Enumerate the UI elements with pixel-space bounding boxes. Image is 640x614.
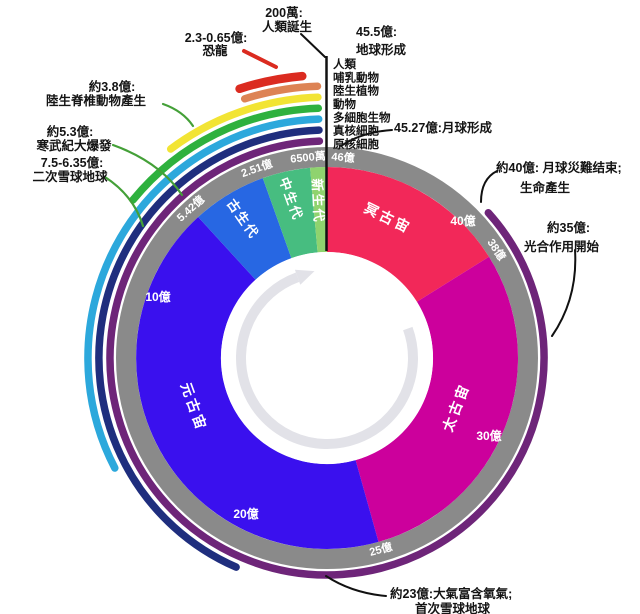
arc-dinosaurs — [235, 71, 307, 94]
taxa-eukaryotes: 真核細胞 — [333, 124, 379, 138]
annotation-earth-event: 地球形成 — [356, 42, 407, 57]
label-cenozoic: 新生代 — [309, 178, 326, 224]
inner-label-40yi: 40億 — [450, 213, 475, 228]
inner-label-10yi: 10億 — [145, 289, 170, 304]
pointer-lunar-end — [480, 170, 498, 203]
arc-eukaryotes — [95, 126, 323, 571]
segment-proterozoic — [136, 217, 379, 549]
annotation-snowball-time: 7.5-6.35億: — [41, 155, 104, 170]
segment-mesozoic — [262, 167, 318, 259]
segment-archean — [355, 256, 518, 542]
annotation-lunar-end-line2: 生命產生 — [520, 180, 571, 195]
pointer-moon-formation — [340, 129, 393, 147]
annotation-photo-event: 光合作用開始 — [523, 239, 600, 254]
taxa-prokaryotes: 原核細胞 — [333, 137, 379, 151]
annotation-vertebrates-time: 約3.8億: — [89, 79, 136, 94]
arc-animals — [129, 104, 323, 204]
arc-mammals — [240, 82, 322, 103]
lifespan-arcs — [84, 71, 548, 579]
ring-label-6500w: 6500萬 — [290, 148, 327, 165]
annotation-dinosaurs-time: 2.3-0.65億: — [185, 30, 248, 45]
segment-paleozoic — [198, 178, 292, 280]
pointer-humans — [300, 33, 326, 58]
pointer-vertebrates — [161, 102, 195, 128]
annotation-lunar-end-line1: 約40億: 月球災難结束; — [496, 160, 622, 175]
arc-land-plants — [166, 93, 322, 153]
clockwise-arrow-arc — [236, 272, 418, 449]
segment-hadean — [327, 167, 489, 302]
inner-tick-labels: 40億 30億 20億 10億 — [145, 213, 501, 521]
taxa-multicellular: 多細胞生物 — [333, 110, 391, 124]
taxa-land-plants: 陸生植物 — [333, 84, 379, 98]
annotation-vertebrates-event: 陸生脊椎動物產生 — [46, 93, 147, 108]
arc-multicellular — [84, 115, 323, 472]
annotation-cambrian-time: 約5.3億: — [47, 124, 94, 139]
taxa-mammals: 哺乳動物 — [333, 70, 379, 84]
inner-label-20yi: 20億 — [233, 506, 258, 521]
center-circle — [221, 252, 433, 464]
pointer-photosynthesis — [551, 249, 577, 337]
center-disc — [221, 252, 433, 464]
clockwise-arrow-head-icon — [294, 269, 315, 285]
annotations: 200萬: 人類誕生 2.3-0.65億: 恐龍 45.5億: 地球形成 45.… — [32, 5, 621, 614]
annotation-oxygen-line1: 約23億:大氣富含氧氣; — [390, 586, 512, 601]
annotation-moon: 45.27億:月球形成 — [394, 120, 492, 135]
taxa-animals: 動物 — [333, 97, 356, 111]
annotation-dinosaurs-event: 恐龍 — [202, 43, 228, 58]
pointer-cambrian — [111, 143, 184, 197]
taxa-list: 人類 哺乳動物 陸生植物 動物 多細胞生物 真核細胞 原核細胞 — [333, 57, 391, 151]
annotation-cambrian-event: 寒武紀大爆發 — [35, 138, 112, 153]
annotation-humans-time: 200萬: — [265, 5, 303, 20]
pointer-dinosaurs — [242, 49, 278, 69]
annotation-photo-time: 約35億: — [547, 220, 590, 235]
taxa-humans: 人類 — [333, 57, 356, 71]
pointer-lines — [103, 33, 577, 597]
pointer-oxygen — [325, 575, 387, 597]
annotation-humans-event: 人類誕生 — [262, 19, 313, 34]
arc-prokaryotes — [106, 137, 548, 579]
annotation-oxygen-line2: 首次雪球地球 — [415, 601, 491, 614]
inner-label-30yi: 30億 — [476, 428, 501, 443]
era-segments — [136, 166, 518, 549]
annotation-earth-time: 45.5億: — [356, 24, 397, 39]
ring-label-46yi: 46億 — [331, 149, 355, 165]
pointer-snowball — [103, 175, 145, 228]
annotation-snowball-event: 二次雪球地球 — [32, 169, 108, 184]
segment-cenozoic — [310, 166, 327, 253]
